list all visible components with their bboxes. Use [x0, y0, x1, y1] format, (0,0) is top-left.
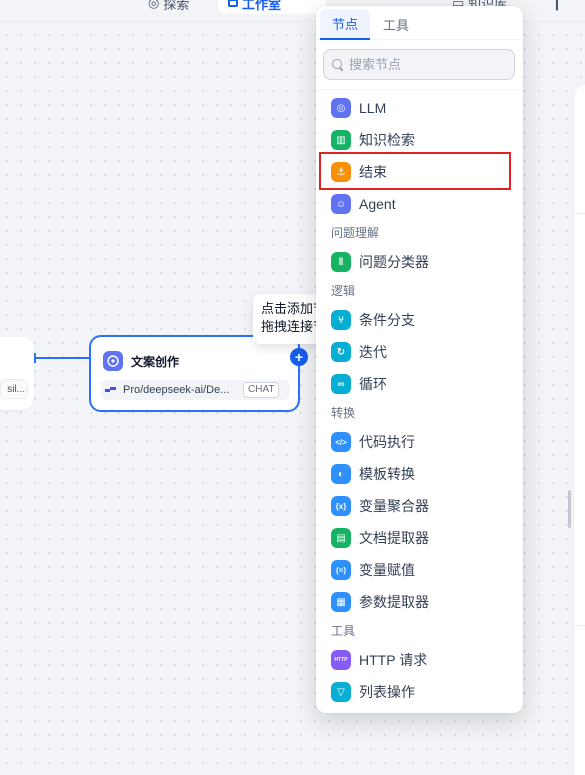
panel-divider — [574, 213, 585, 214]
node-item-loop[interactable]: ∞ 循环 — [322, 369, 517, 399]
node-item-classifier[interactable]: ‖ 问题分类器 — [322, 247, 517, 277]
tab-tools[interactable]: 工具 — [383, 18, 410, 33]
node-item-label: 结束 — [359, 164, 387, 180]
tools-icon: ┃ — [553, 0, 561, 10]
node-item-label: 文档提取器 — [359, 530, 429, 546]
previous-node[interactable]: sil... — [0, 337, 34, 410]
search-icon — [332, 58, 344, 71]
group-logic: 逻辑 — [331, 284, 356, 298]
model-mode-badge: CHAT — [243, 382, 280, 398]
node-item-label: 循环 — [359, 376, 387, 392]
node-item-label: 问题分类器 — [359, 254, 429, 270]
node-item-label: 代码执行 — [359, 434, 415, 450]
llm-icon: ◎ — [331, 98, 351, 118]
search-divider — [316, 89, 523, 90]
node-item-label: 迭代 — [359, 344, 387, 360]
node-item-label: 条件分支 — [359, 312, 415, 328]
model-provider-icon — [105, 386, 117, 394]
node-item-http[interactable]: HTTP HTTP 请求 — [322, 645, 517, 675]
classifier-icon: ‖ — [331, 252, 351, 272]
template-icon: ◐ — [331, 464, 351, 484]
agent-icon: ☺ — [331, 194, 351, 214]
end-icon: ⚓ — [331, 162, 351, 182]
node-item-agent[interactable]: ☺ Agent — [322, 189, 517, 219]
node-item-book[interactable]: ▥ 知识检索 — [322, 125, 517, 155]
tab-tools[interactable]: ┃ — [553, 0, 561, 14]
tooltip-line-2: 拖拽连接节点 — [261, 319, 333, 334]
model-name: Pro/deepseek-ai/De... — [123, 384, 230, 396]
connector-edge[interactable] — [36, 357, 89, 359]
node-item-template[interactable]: ◐ 模板转换 — [322, 459, 517, 489]
top-divider — [0, 0, 585, 22]
model-selector[interactable]: Pro/deepseek-ai/De... CHAT — [101, 380, 290, 400]
param-extract-icon: ▦ — [331, 592, 351, 612]
node-item-iteration[interactable]: ↻ 迭代 — [322, 337, 517, 367]
add-node-plus-icon[interactable]: + — [290, 348, 308, 366]
node-item-label: LLM — [359, 100, 387, 116]
node-item-doc-extract[interactable]: ▤ 文档提取器 — [322, 523, 517, 553]
node-item-code[interactable]: </> 代码执行 — [322, 427, 517, 457]
node-item-end[interactable]: ⚓ 结束 — [322, 157, 517, 187]
llm-node-copywriting[interactable]: 文案创作 Pro/deepseek-ai/De... CHAT — [89, 335, 300, 412]
group-transform: 转换 — [331, 406, 356, 420]
tab-studio[interactable]: 工作室 — [218, 0, 326, 14]
node-search-box[interactable] — [323, 49, 515, 80]
node-item-label: 参数提取器 — [359, 594, 429, 610]
node-item-label: 模板转换 — [359, 466, 415, 482]
end-node-highlight-box — [319, 152, 511, 190]
node-title: 文案创作 — [131, 355, 180, 369]
node-item-filter[interactable]: ▽ 列表操作 — [322, 677, 517, 707]
assign-icon: (=) — [331, 560, 351, 580]
llm-glyph — [107, 355, 119, 367]
node-search-input[interactable] — [349, 57, 509, 72]
node-item-label: 列表操作 — [359, 684, 415, 700]
llm-icon — [103, 351, 123, 371]
tab-explore[interactable]: ◎ 探索 — [148, 0, 189, 14]
panel-tabs: 节点 工具 — [316, 6, 523, 40]
iteration-icon: ↻ — [331, 342, 351, 362]
node-selector-panel: 节点 工具 ◎ LLM ▥ 知识检索 ⚓ 结束 ☺ Agent ‖ 问题分类器 ⑂ 条件分支 ↻ 迭代 ∞ 循… — [316, 6, 523, 713]
tab-studio-label: 工作室 — [242, 0, 282, 12]
node-item-assign[interactable]: (=) 变量赋值 — [322, 555, 517, 585]
knowledge-icon: ▭ — [452, 0, 465, 10]
doc-extract-icon: ▤ — [331, 528, 351, 548]
model-chip: sil... — [0, 379, 28, 399]
book-icon: ▥ — [331, 130, 351, 150]
node-item-label: HTTP 请求 — [359, 652, 428, 668]
tab-explore-label: 探索 — [163, 0, 190, 12]
panel-divider — [574, 625, 585, 626]
http-icon: HTTP — [331, 650, 351, 670]
studio-icon — [228, 0, 238, 7]
aggregator-icon: {x} — [331, 496, 351, 516]
scrollbar-thumb[interactable] — [568, 490, 571, 528]
node-item-label: 知识检索 — [359, 132, 415, 148]
node-item-llm[interactable]: ◎ LLM — [322, 93, 517, 123]
tab-knowledge-label: 知识库 — [468, 0, 507, 13]
tab-knowledge[interactable]: ▭ 知识库 — [452, 0, 507, 14]
loop-icon: ∞ — [331, 374, 351, 394]
node-item-aggregator[interactable]: {x} 变量聚合器 — [322, 491, 517, 521]
edge-handle[interactable] — [34, 353, 36, 363]
node-item-label: 变量聚合器 — [359, 498, 429, 514]
node-item-label: Agent — [359, 196, 396, 212]
node-item-branch[interactable]: ⑂ 条件分支 — [322, 305, 517, 335]
right-side-panel — [573, 85, 585, 775]
code-icon: </> — [331, 432, 351, 452]
filter-icon: ▽ — [331, 682, 351, 702]
branch-icon: ⑂ — [331, 310, 351, 330]
explore-icon: ◎ — [148, 0, 160, 10]
node-item-param-extract[interactable]: ▦ 参数提取器 — [322, 587, 517, 617]
tooltip-line-1: 点击添加节点 — [261, 301, 333, 316]
group-tools: 工具 — [331, 624, 356, 638]
group-understanding: 问题理解 — [331, 226, 380, 240]
node-item-label: 变量赋值 — [359, 562, 415, 578]
tab-nodes[interactable]: 节点 — [320, 9, 371, 40]
